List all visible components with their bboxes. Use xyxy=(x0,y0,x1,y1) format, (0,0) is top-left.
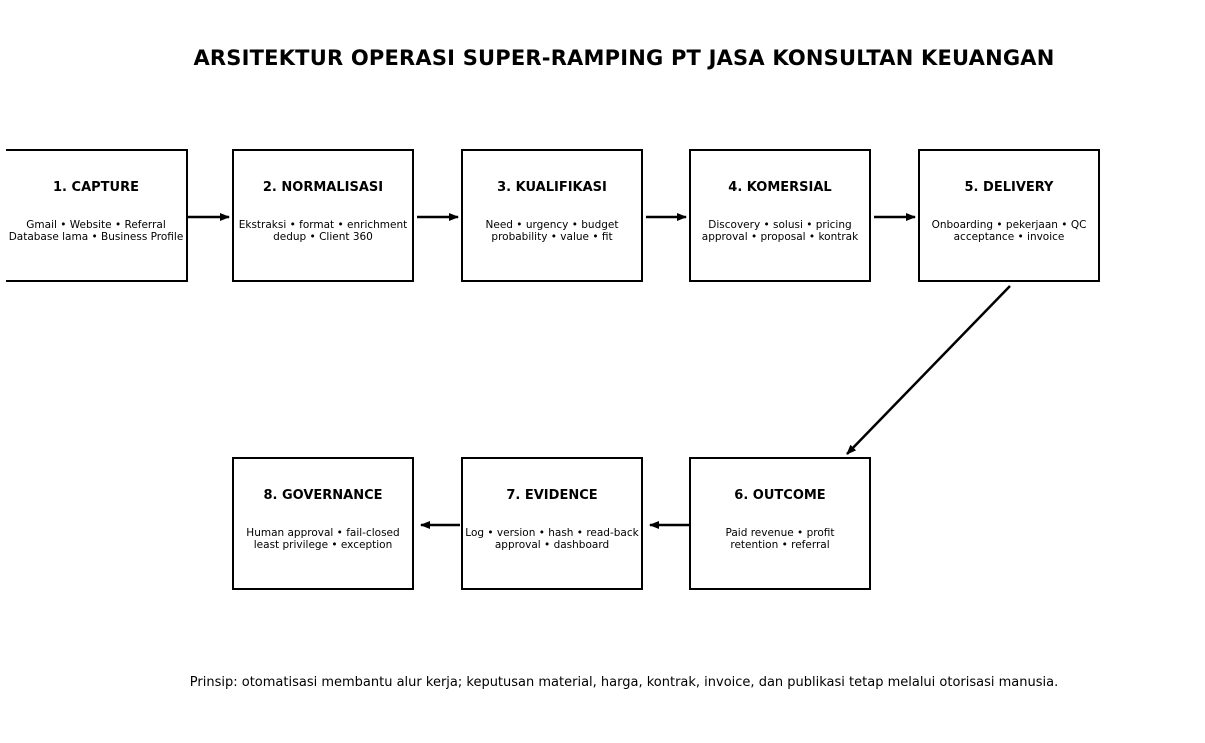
stage-capture-box: 1. CAPTURE Gmail • Website • Referral Da… xyxy=(6,149,188,282)
stage-komersial-box: 4. KOMERSIAL Discovery • solusi • pricin… xyxy=(689,149,871,282)
stage-komersial-title: 4. KOMERSIAL xyxy=(728,180,832,195)
stage-capture-desc: Gmail • Website • Referral Database lama… xyxy=(6,219,186,243)
stage-delivery-line1: Onboarding • pekerjaan • QC xyxy=(931,219,1087,231)
stage-evidence-line2: approval • dashboard xyxy=(494,539,610,551)
stage-governance-title: 8. GOVERNANCE xyxy=(263,488,383,503)
stage-evidence-desc: Log • version • hash • read-back approva… xyxy=(463,527,641,551)
stage-outcome-line1: Paid revenue • profit xyxy=(725,527,835,539)
stage-delivery-title: 5. DELIVERY xyxy=(964,180,1054,195)
stage-outcome-title: 6. OUTCOME xyxy=(734,488,826,503)
stage-kualifikasi-line1: Need • urgency • budget xyxy=(485,219,619,231)
stage-governance-line1: Human approval • fail-closed xyxy=(246,527,400,539)
stage-kualifikasi-desc: Need • urgency • budget probability • va… xyxy=(463,219,641,243)
stage-capture-line2: Database lama • Business Profile xyxy=(8,231,184,243)
stage-governance-line2: least privilege • exception xyxy=(253,539,393,551)
stage-normalisasi-box: 2. NORMALISASI Ekstraksi • format • enri… xyxy=(232,149,414,282)
stage-kualifikasi-box: 3. KUALIFIKASI Need • urgency • budget p… xyxy=(461,149,643,282)
stage-normalisasi-title: 2. NORMALISASI xyxy=(262,180,384,195)
principle-footnote: Prinsip: otomatisasi membantu alur kerja… xyxy=(189,675,1059,690)
stage-capture-line1: Gmail • Website • Referral xyxy=(26,219,166,231)
stage-normalisasi-desc: Ekstraksi • format • enrichment dedup • … xyxy=(234,219,412,243)
stage-outcome-desc: Paid revenue • profit retention • referr… xyxy=(691,527,869,551)
stage-kualifikasi-line2: probability • value • fit xyxy=(491,231,613,243)
stage-evidence-title: 7. EVIDENCE xyxy=(506,488,598,503)
stage-komersial-desc: Discovery • solusi • pricing approval • … xyxy=(691,219,869,243)
arrow-delivery-to-outcome xyxy=(846,285,1011,455)
stage-evidence-box: 7. EVIDENCE Log • version • hash • read-… xyxy=(461,457,643,590)
stage-outcome-line2: retention • referral xyxy=(730,539,830,551)
stage-komersial-line2: approval • proposal • kontrak xyxy=(701,231,859,243)
stage-governance-desc: Human approval • fail-closed least privi… xyxy=(234,527,412,551)
stage-delivery-line2: acceptance • invoice xyxy=(953,231,1065,243)
stage-kualifikasi-title: 3. KUALIFIKASI xyxy=(497,180,607,195)
stage-komersial-line1: Discovery • solusi • pricing xyxy=(708,219,852,231)
stage-delivery-desc: Onboarding • pekerjaan • QC acceptance •… xyxy=(920,219,1098,243)
stage-normalisasi-line2: dedup • Client 360 xyxy=(273,231,373,243)
stage-normalisasi-line1: Ekstraksi • format • enrichment xyxy=(238,219,408,231)
stage-outcome-box: 6. OUTCOME Paid revenue • profit retenti… xyxy=(689,457,871,590)
diagram-title: ARSITEKTUR OPERASI SUPER-RAMPING PT JASA… xyxy=(193,46,1055,70)
stage-delivery-box: 5. DELIVERY Onboarding • pekerjaan • QC … xyxy=(918,149,1100,282)
stage-evidence-line1: Log • version • hash • read-back xyxy=(465,527,639,539)
stage-capture-title: 1. CAPTURE xyxy=(53,180,139,195)
stage-governance-box: 8. GOVERNANCE Human approval • fail-clos… xyxy=(232,457,414,590)
